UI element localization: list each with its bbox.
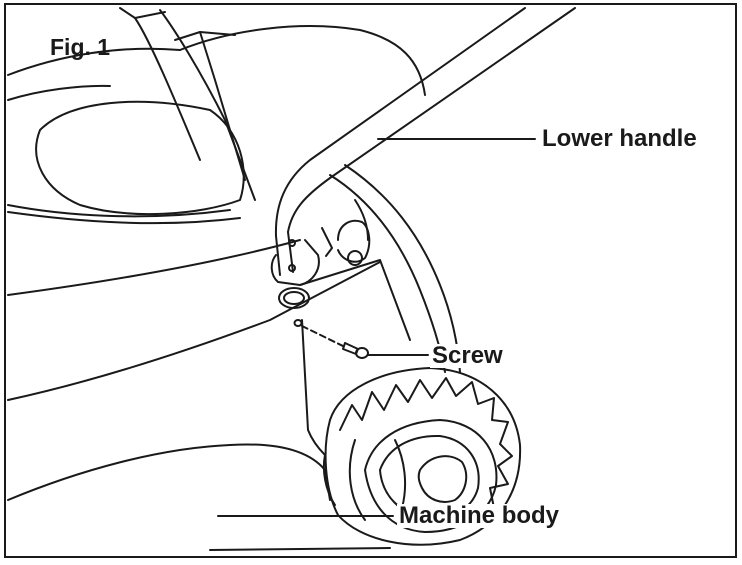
grass-box-outline (7, 7, 426, 225)
screw-drawing (278, 287, 369, 359)
callout-leaders (217, 138, 536, 517)
wheel-drawing (324, 367, 522, 546)
label-lower-handle: Lower handle (540, 125, 699, 152)
label-machine-body: Machine body (397, 502, 562, 529)
machine-body-drawing (7, 239, 411, 551)
figure-title: Fig. 1 (50, 34, 111, 60)
figure-frame (4, 3, 737, 558)
label-screw: Screw (430, 342, 505, 369)
